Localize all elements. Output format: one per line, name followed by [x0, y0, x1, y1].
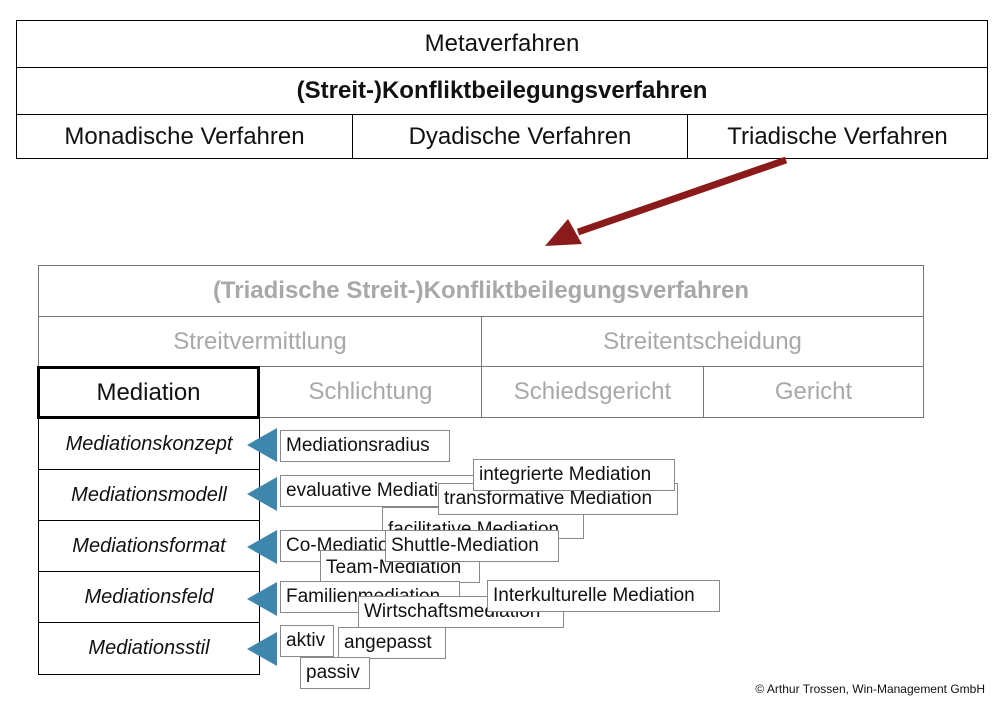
tag-integrierte-mediation: integrierte Mediation — [473, 459, 675, 491]
tag-shuttle-mediation: Shuttle-Mediation — [385, 530, 559, 562]
tag-passiv: passiv — [300, 657, 370, 689]
streitentscheidung-cell: Streitentscheidung — [481, 316, 924, 367]
mediationsfeld-cell: Mediationsfeld — [38, 571, 260, 623]
tag-interkulturelle-mediation: Interkulturelle Mediation — [487, 580, 720, 612]
schlichtung-cell: Schlichtung — [259, 366, 482, 418]
metaverfahren-cell: Metaverfahren — [16, 20, 988, 68]
triangle-pointer-icon — [247, 632, 277, 666]
tag-aktiv: aktiv — [280, 625, 334, 657]
triangle-pointer-icon — [247, 530, 277, 564]
gericht-cell: Gericht — [703, 366, 924, 418]
schiedsgericht-cell: Schiedsgericht — [481, 366, 704, 418]
mediationsmodell-cell: Mediationsmodell — [38, 469, 260, 521]
triadische-title-cell: (Triadische Streit-)Konfliktbeilegungsve… — [38, 265, 924, 317]
mediationskonzept-cell: Mediationskonzept — [38, 418, 260, 470]
monadische-cell: Monadische Verfahren — [16, 114, 353, 159]
tag-angepasst: angepasst — [338, 627, 446, 659]
triangle-pointer-icon — [247, 582, 277, 616]
triangle-pointer-icon — [247, 428, 277, 462]
tag-mediationsradius: Mediationsradius — [280, 430, 450, 462]
triangle-pointer-icon — [247, 477, 277, 511]
mediationsformat-cell: Mediationsformat — [38, 520, 260, 572]
triadische-cell: Triadische Verfahren — [687, 114, 988, 159]
copyright-text: © Arthur Trossen, Win-Management GmbH — [755, 682, 985, 696]
mediation-cell: Mediation — [37, 366, 260, 419]
mediationsstil-cell: Mediationsstil — [38, 622, 260, 675]
streitvermittlung-cell: Streitvermittlung — [38, 316, 482, 367]
dyadische-cell: Dyadische Verfahren — [352, 114, 688, 159]
